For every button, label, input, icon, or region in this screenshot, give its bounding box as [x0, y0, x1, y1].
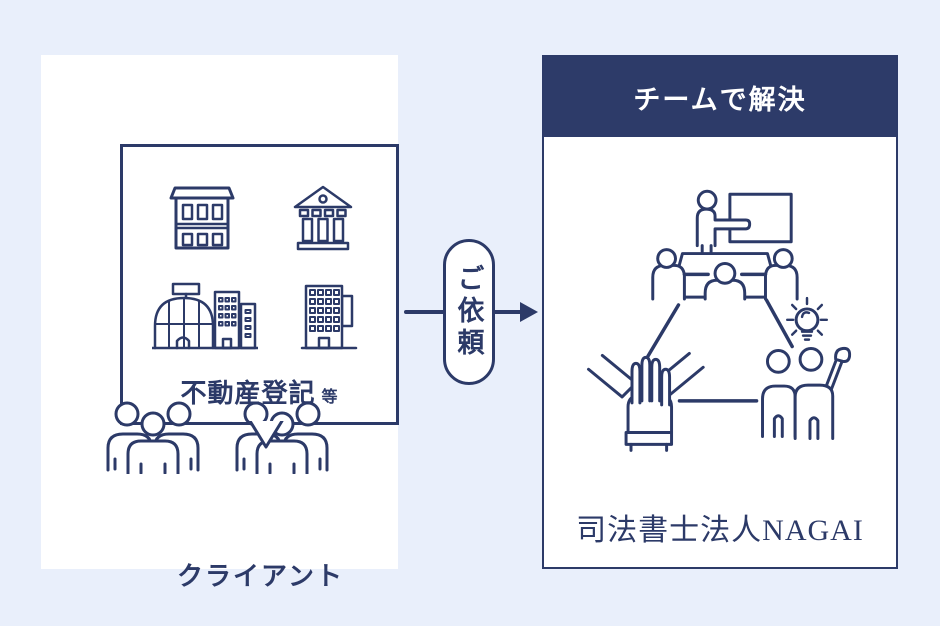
speech-bubble-tail: [248, 421, 284, 449]
stacked-hands-icon: [587, 351, 705, 452]
team-header-label: チームで解決: [633, 84, 807, 115]
service-suffix-text: 等: [321, 389, 339, 406]
people-group-icon: [106, 401, 200, 474]
team-card: チームで解決: [542, 55, 898, 569]
arena-buildings-icon: [152, 282, 258, 350]
client-card: 不動産登記等 クライアント: [41, 55, 399, 591]
request-label: ご依頼: [453, 264, 484, 360]
speech-bubble: [120, 144, 399, 425]
connector-right-line: [764, 298, 794, 349]
service-text: 不動産登記等: [120, 373, 399, 410]
lightbulb-icon: [785, 296, 829, 341]
people-group-icon: [235, 401, 329, 474]
two-story-building-icon: [169, 186, 235, 250]
request-badge: ご依頼: [443, 239, 495, 385]
office-building-icon: [300, 284, 358, 350]
meeting-presentation-icon: [651, 189, 799, 301]
client-label: クライアント: [177, 561, 344, 591]
team-illustration: [587, 189, 852, 452]
connector-left-line: [646, 303, 681, 359]
team-raised-hand-icon: [761, 296, 852, 440]
firm-name-label: 司法書士法人NAGAI: [576, 514, 864, 547]
service-main-text: 不動産登記: [180, 378, 316, 408]
bank-building-icon: [293, 185, 353, 251]
team-card-header: チームで解決: [544, 57, 896, 137]
